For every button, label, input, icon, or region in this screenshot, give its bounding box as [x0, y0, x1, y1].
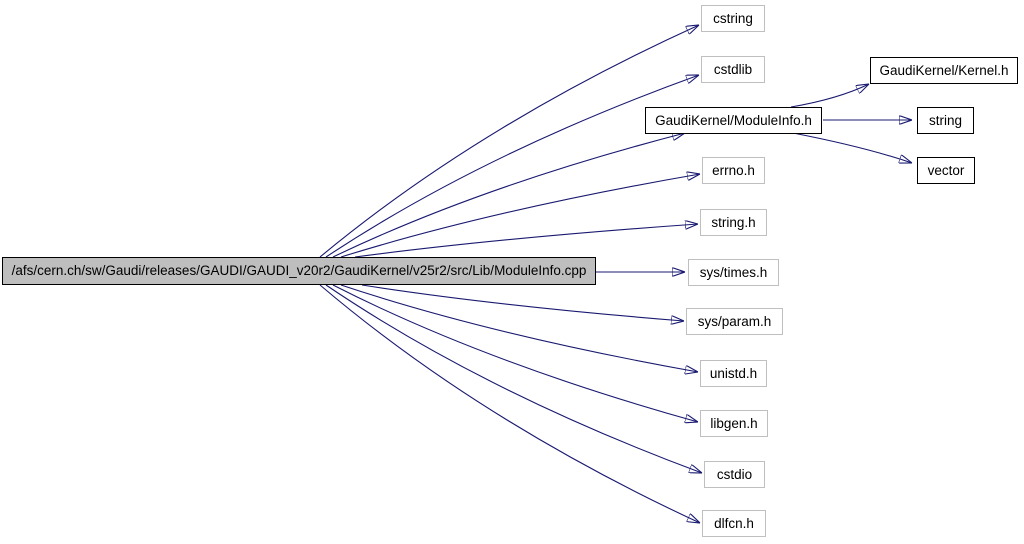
edge-main-to-cstdlib — [325, 75, 699, 258]
node-cstdio: cstdio — [704, 461, 765, 488]
node-unistd-h: unistd.h — [700, 360, 767, 387]
edge-moduleinfo-to-kernel-h — [790, 84, 869, 108]
node-gaudikernel-kernel-h[interactable]: GaudiKernel/Kernel.h — [870, 57, 1018, 84]
node-errno-h: errno.h — [702, 157, 765, 184]
edge-main-to-unistd-h — [340, 284, 698, 372]
node-string-h: string.h — [700, 209, 767, 236]
node-sys-param-h: sys/param.h — [686, 308, 783, 335]
edge-moduleinfo-to-vector — [792, 132, 912, 163]
node-sys-times-h: sys/times.h — [688, 259, 779, 286]
node-vector[interactable]: vector — [917, 157, 975, 184]
edge-main-to-dlfcn-h — [319, 284, 700, 523]
node-libgen-h: libgen.h — [700, 410, 768, 437]
edge-main-to-cstdio — [325, 284, 702, 473]
node-string[interactable]: string — [917, 107, 974, 134]
node-cstdlib: cstdlib — [701, 56, 765, 83]
edge-main-to-moduleinfo-h — [332, 133, 685, 258]
node-gaudikernel-moduleinfo-h[interactable]: GaudiKernel/ModuleInfo.h — [645, 107, 822, 134]
edge-main-to-cstring — [319, 25, 699, 258]
edge-main-to-string-h — [354, 224, 698, 258]
edge-main-to-sys-param-h — [361, 284, 684, 321]
node-cstring: cstring — [701, 5, 765, 32]
node-dlfcn-h: dlfcn.h — [702, 510, 766, 537]
node-main-source-file: /afs/cern.ch/sw/Gaudi/releases/GAUDI/GAU… — [2, 257, 596, 285]
edge-main-to-libgen-h — [332, 284, 698, 422]
edge-main-to-errno-h — [340, 174, 700, 258]
